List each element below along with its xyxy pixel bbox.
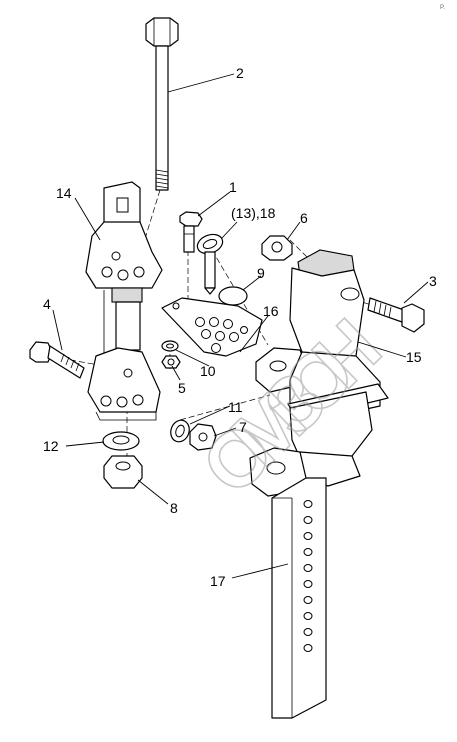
- washer-part-10: [161, 340, 179, 352]
- callout-12: 12: [43, 438, 59, 454]
- corner-mark: P.: [440, 5, 445, 11]
- callout-7: 7: [239, 419, 247, 435]
- bracket-part-14: [85, 181, 163, 421]
- callout-3: 3: [429, 273, 437, 289]
- callout-15: 15: [406, 349, 422, 365]
- bolt-part-4: [29, 341, 85, 379]
- perforated-plate-part-16: [161, 297, 263, 357]
- leader-lines: [52, 73, 429, 579]
- small-bolt-part-1: [179, 211, 203, 253]
- callout-5: 5: [178, 380, 186, 396]
- washer-part-12: [102, 431, 140, 451]
- callout-16: 16: [263, 303, 279, 319]
- bolt-part-3: [367, 297, 425, 333]
- callout-17: 17: [210, 573, 226, 589]
- slotted-bar-part-17: [271, 477, 327, 719]
- callout-8: 8: [170, 500, 178, 516]
- callouts: 2 1 (13),18 6 14 9 3 4 16 15 10 5 11 7 1…: [43, 65, 437, 589]
- nut-part-5: [161, 355, 181, 369]
- nut-part-6: [261, 235, 293, 261]
- callout-10: 10: [200, 363, 216, 379]
- long-bolt-part-2: [145, 17, 179, 191]
- callout-2: 2: [236, 65, 244, 81]
- nut-part-8: [103, 455, 143, 489]
- hitch-body-part-15: [249, 249, 389, 497]
- callout-11: 11: [228, 399, 243, 415]
- lock-pin-part-13-18: [196, 233, 224, 295]
- callout-6: 6: [300, 210, 308, 226]
- callout-14: 14: [56, 185, 72, 201]
- callout-4: 4: [43, 296, 51, 312]
- callout-1: 1: [229, 179, 237, 195]
- callout-9: 9: [257, 265, 265, 281]
- callout-13-18: (13),18: [231, 205, 276, 221]
- washer-part-11: [170, 419, 190, 443]
- nut-part-7: [189, 423, 217, 451]
